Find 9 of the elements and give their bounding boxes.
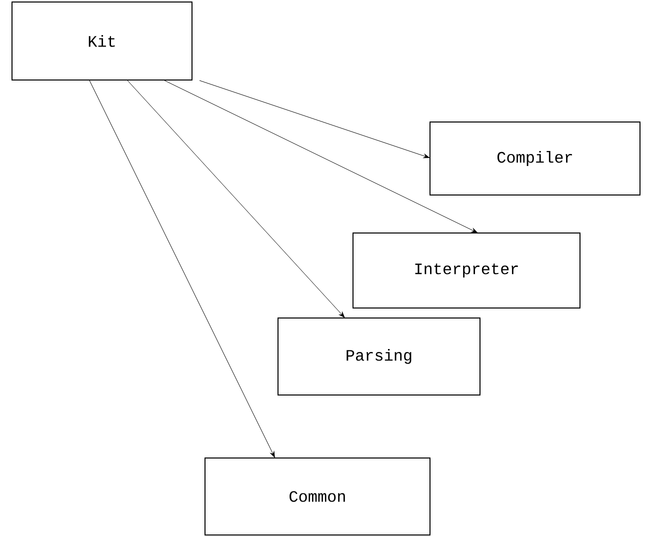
arrow: [199, 80, 430, 158]
module-box: Interpreter: [352, 232, 580, 308]
arrow: [127, 80, 345, 318]
module-box: Common: [204, 457, 430, 536]
arrow: [89, 80, 275, 458]
module-box: Kit: [12, 2, 192, 80]
module-box: Compiler: [430, 122, 640, 196]
module-box: Parsing: [278, 317, 480, 396]
arrow: [164, 80, 478, 233]
